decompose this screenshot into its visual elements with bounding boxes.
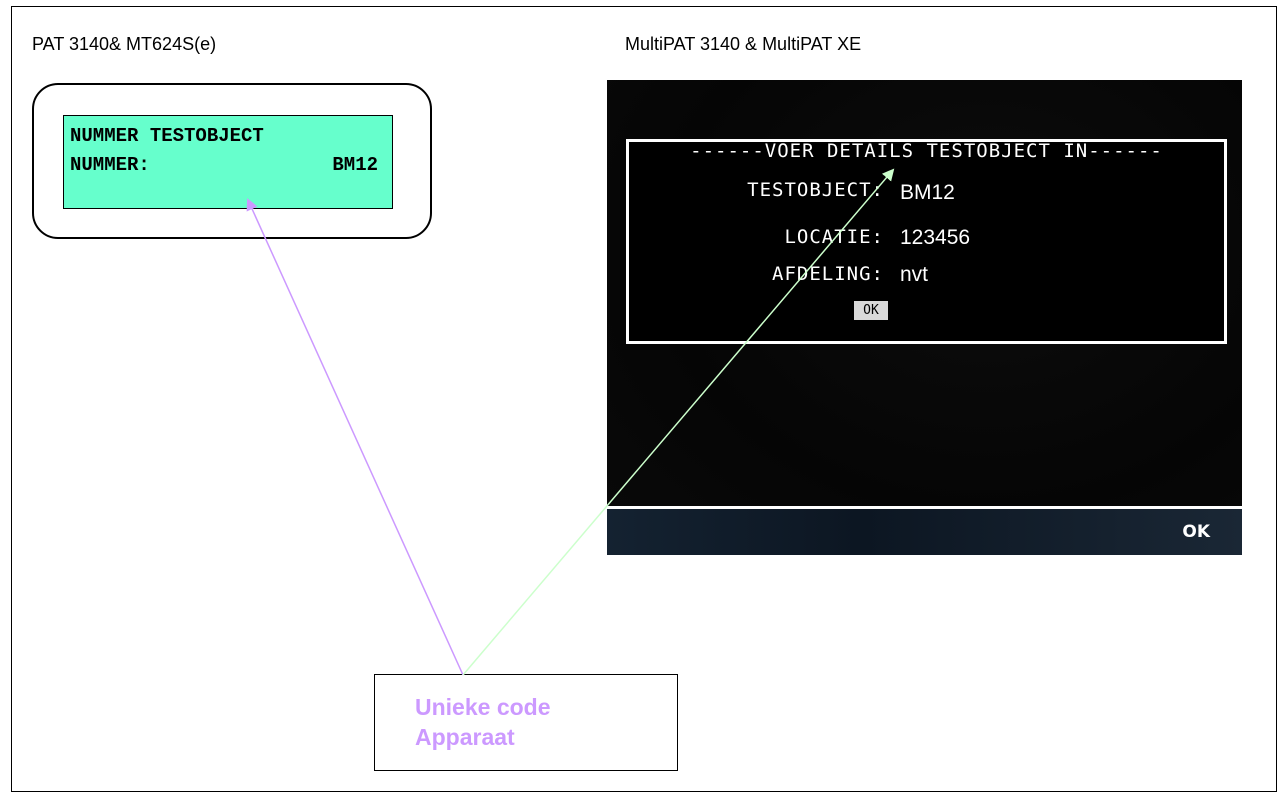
annotation-text: Unieke code Apparaat bbox=[415, 692, 551, 752]
dialog-title: ------VOER DETAILS TESTOBJECT IN------ bbox=[690, 140, 1163, 162]
locatie-label: LOCATIE: bbox=[784, 226, 884, 248]
softkey-ok-button[interactable]: OK bbox=[1182, 522, 1210, 542]
testobject-field[interactable]: BM12 bbox=[900, 181, 955, 204]
dialog-ok-button[interactable]: OK bbox=[854, 301, 888, 320]
annotation-box: Unieke code Apparaat bbox=[374, 674, 678, 771]
lcd-number-value: BM12 bbox=[332, 154, 378, 176]
afdeling-label: AFDELING: bbox=[772, 263, 884, 285]
lcd-line-number: NUMMER: BM12 bbox=[70, 154, 378, 176]
lcd-number-label: NUMMER: bbox=[70, 154, 150, 176]
afdeling-field[interactable]: nvt bbox=[900, 263, 929, 286]
lcd-display: NUMMER TESTOBJECT NUMMER: BM12 bbox=[63, 115, 393, 209]
annotation-line1: Unieke code bbox=[415, 694, 551, 720]
testobject-label: TESTOBJECT: bbox=[747, 179, 884, 201]
annotation-line2: Apparaat bbox=[415, 724, 515, 750]
locatie-field[interactable]: 123456 bbox=[900, 226, 971, 249]
caption-multipat: MultiPAT 3140 & MultiPAT XE bbox=[625, 34, 862, 54]
figure-frame bbox=[11, 6, 1277, 792]
details-dialog: ------VOER DETAILS TESTOBJECT IN------ T… bbox=[626, 139, 1227, 344]
caption-pat3140: PAT 3140& MT624S(e) bbox=[32, 34, 217, 54]
softkey-bar: OK bbox=[607, 506, 1242, 555]
multipat-screen: ------VOER DETAILS TESTOBJECT IN------ T… bbox=[607, 80, 1242, 555]
lcd-line-title: NUMMER TESTOBJECT bbox=[70, 125, 264, 147]
